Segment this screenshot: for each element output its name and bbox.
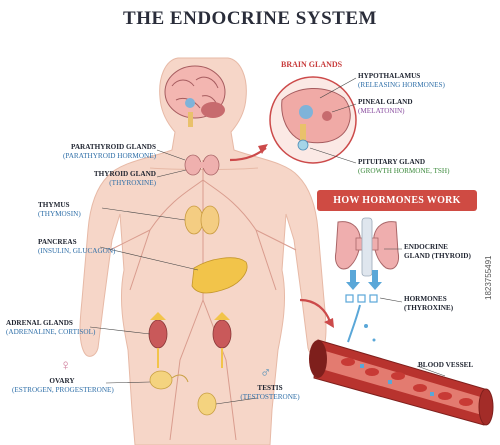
label-ovary: OVARY (ESTROGEN, PROGESTERONE) xyxy=(12,377,114,394)
thyroid-large xyxy=(335,217,399,277)
label-pituitary-sub: (GROWTH HORMONE, TSH) xyxy=(358,166,450,175)
label-pancreas-name: PANCREAS xyxy=(38,238,77,246)
label-thyroid: THYROID GLAND (THYROXINE) xyxy=(30,170,156,187)
hormone-arrows xyxy=(345,270,382,303)
leader-lines-how xyxy=(379,248,446,377)
brain-in-head xyxy=(164,65,226,127)
label-pituitary-name: PITUITARY GLAND xyxy=(358,158,426,166)
label-thymus: THYMUS (THYMOSIN) xyxy=(38,201,81,218)
label-hormones: HORMONES (THYROXINE) xyxy=(404,295,453,312)
kidneys-in-body xyxy=(148,312,232,368)
label-pancreas: PANCREAS (INSULIN, GLUCAGON) xyxy=(38,238,115,255)
how-hormones-work-banner: HOW HORMONES WORK xyxy=(317,190,477,211)
label-parathyroid-name: PARATHYROID GLANDS xyxy=(71,143,156,151)
leader-lines-body xyxy=(89,149,258,405)
label-pancreas-sub: (INSULIN, GLUCAGON) xyxy=(38,246,116,255)
leader-lines-brain xyxy=(309,77,357,164)
label-pituitary: PITUITARY GLAND (GROWTH HORMONE, TSH) xyxy=(358,158,450,175)
label-pineal-sub: (MELATONIN) xyxy=(358,106,405,115)
female-symbol: ♀ xyxy=(60,357,72,374)
thymus-in-body xyxy=(184,205,220,235)
label-parathyroid-sub: (PARATHYROID HORMONE) xyxy=(63,151,156,160)
label-ovary-name: OVARY xyxy=(49,377,75,385)
label-endocrine-name: ENDOCRINE xyxy=(404,243,448,251)
label-testis-name: TESTIS xyxy=(257,384,283,392)
thyroid-in-body xyxy=(184,154,220,176)
label-thymus-sub: (THYMOSIN) xyxy=(38,209,81,218)
page-title: THE ENDOCRINE SYSTEM xyxy=(123,8,377,29)
label-hormones-sub: (THYROXINE) xyxy=(404,303,454,312)
label-hypothalamus-name: HYPOTHALAMUS xyxy=(358,72,421,80)
male-symbol: ♂ xyxy=(260,364,272,381)
label-hypothalamus: HYPOTHALAMUS (RELEASING HORMONES) xyxy=(358,72,445,89)
blood-vessel xyxy=(309,339,494,426)
label-thymus-name: THYMUS xyxy=(38,201,70,209)
arrow-to-vessel xyxy=(299,298,332,323)
label-thyroid-sub: (THYROXINE) xyxy=(109,178,156,187)
label-pineal-name: PINEAL GLAND xyxy=(358,98,413,106)
label-parathyroid: PARATHYROID GLANDS (PARATHYROID HORMONE) xyxy=(30,143,156,160)
label-endocrine-gland: ENDOCRINE GLAND (THYROID) xyxy=(404,243,471,260)
label-testis-sub: (TESTOSTERONE) xyxy=(240,392,300,401)
stock-id: 1823755491 xyxy=(484,255,493,301)
label-ovary-sub: (ESTROGEN, PROGESTERONE) xyxy=(12,385,114,394)
label-adrenal: ADRENAL GLANDS (ADRENALINE, CORTISOL) xyxy=(6,319,95,336)
label-adrenal-name: ADRENAL GLANDS xyxy=(6,319,73,327)
label-testis: TESTIS (TESTOSTERONE) xyxy=(232,384,308,401)
label-hypothalamus-sub: (RELEASING HORMONES) xyxy=(358,80,445,89)
label-hormones-name: HORMONES xyxy=(404,295,447,303)
brain-glands-title: BRAIN GLANDS xyxy=(281,60,343,69)
testis-in-body xyxy=(197,392,217,416)
label-thyroid-name: THYROID GLAND xyxy=(93,170,156,178)
ovary-in-body xyxy=(149,370,189,390)
label-adrenal-sub: (ADRENALINE, CORTISOL) xyxy=(6,327,96,336)
pancreas-in-body xyxy=(191,257,248,294)
brain-zoom xyxy=(269,76,357,164)
label-blood-vessel: BLOOD VESSEL xyxy=(418,361,473,370)
label-endocrine-name2: GLAND (THYROID) xyxy=(404,251,471,260)
label-pineal: PINEAL GLAND (MELATONIN) xyxy=(358,98,413,115)
label-blood-vessel-name: BLOOD VESSEL xyxy=(418,361,474,369)
